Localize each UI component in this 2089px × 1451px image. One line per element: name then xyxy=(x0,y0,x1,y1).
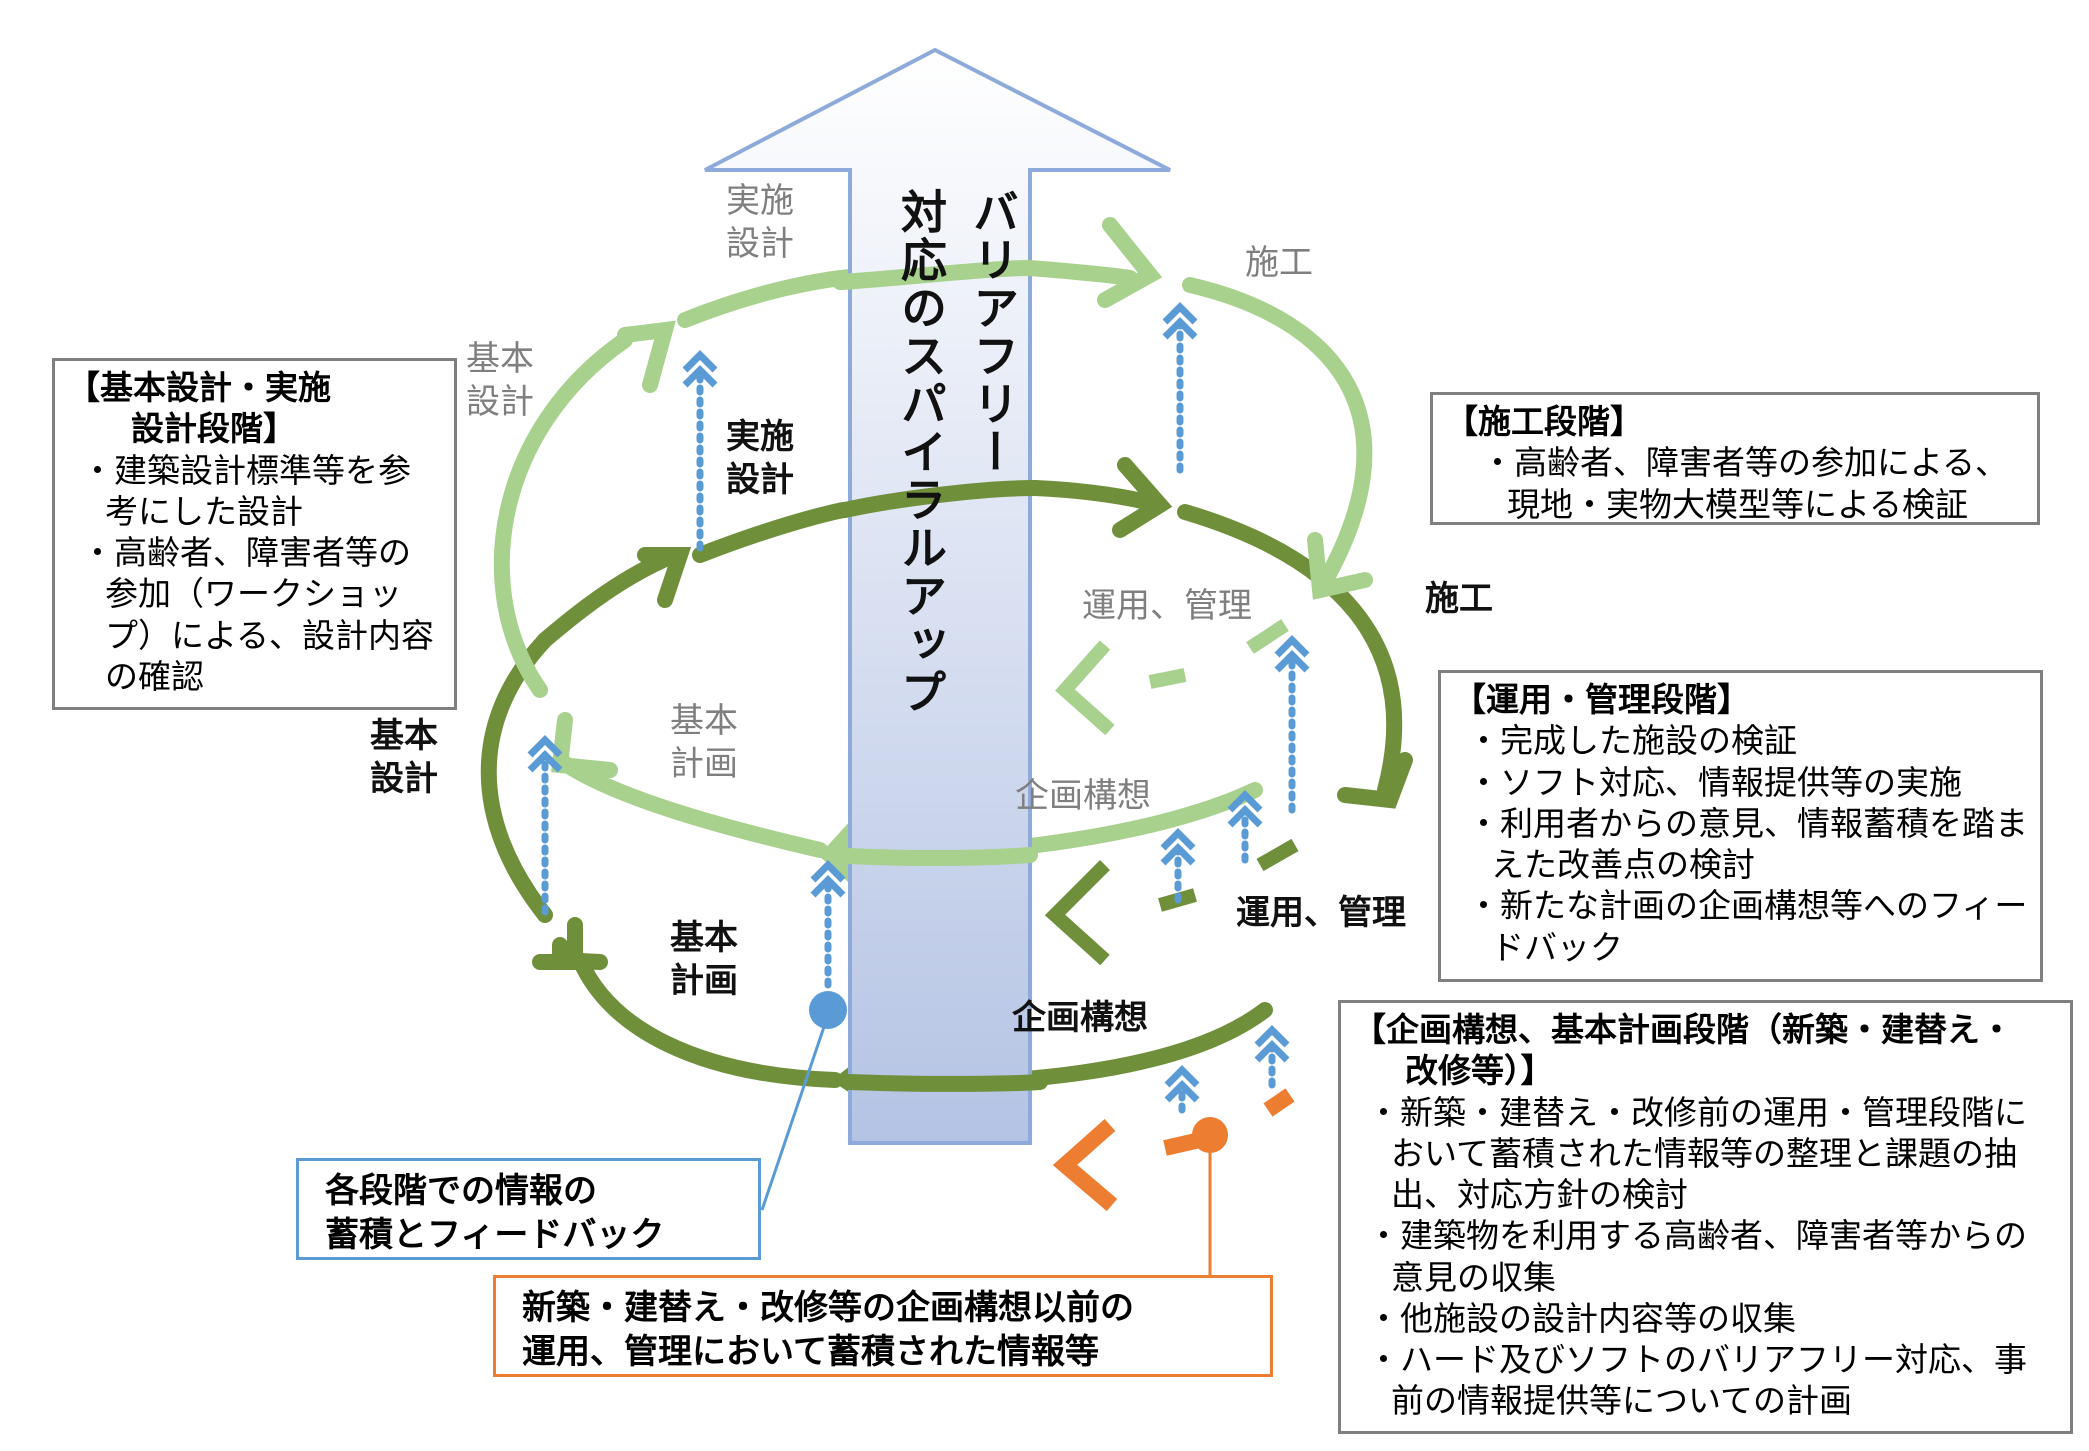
operation-stage-title: 【運用・管理段階】 xyxy=(1453,680,1750,719)
upper-label-detailed-design: 実施 設計 xyxy=(726,180,794,265)
planning-stage-bullet-1: ・新築・建替え・改修前の運用・管理段階において蓄積された情報等の整理と課題の抽出… xyxy=(1367,1092,2027,1215)
lower-basic-plan-line1: 基本 xyxy=(670,918,738,958)
lower-arc-right xyxy=(1177,504,1403,798)
design-stage-bullet-2: ・高齢者、障害者等の参加（ワークショップ）による、設計内容の確認 xyxy=(81,533,435,696)
prior-info-note: 新築・建替え・改修等の企画構想以前の 運用、管理において蓄積された情報等 xyxy=(493,1275,1273,1377)
lower-arrowhead-operation xyxy=(1337,752,1413,809)
spiral-title-line2: 対応のスパイラルアップ xyxy=(894,188,948,716)
upper-dashed-return xyxy=(1055,619,1289,736)
lower-arrowhead-detail xyxy=(637,547,692,608)
upper-basic-plan-line1: 基本 xyxy=(670,701,738,741)
upper-label-construction: 施工 xyxy=(1245,243,1313,283)
planning-stage-box: 【企画構想、基本計画段階（新築・建替え・ 改修等）】 ・新築・建替え・改修前の運… xyxy=(1338,1000,2073,1434)
feedback-note-line1: 各段階での情報の xyxy=(325,1171,597,1211)
prior-info-note-line2: 運用、管理において蓄積された情報等 xyxy=(522,1332,1099,1373)
upper-label-basic-design: 基本 設計 xyxy=(466,338,534,423)
feedback-dotted-arrows xyxy=(541,316,1296,1114)
planning-stage-bullet-3: ・他施設の設計内容等の収集 xyxy=(1367,1298,1796,1338)
feedback-note-line2: 蓄積とフィードバック xyxy=(325,1215,665,1256)
lower-basic-design-line1: 基本 xyxy=(370,716,438,756)
prior-info-note-line1: 新築・建替え・改修等の企画構想以前の xyxy=(522,1288,1134,1328)
design-stage-box: 【基本設計・実施 設計段階】 ・建築設計標準等を参考にした設計 ・高齢者、障害者… xyxy=(52,358,457,710)
lower-label-basic-design: 基本 設計 xyxy=(370,715,438,800)
upper-detailed-design-line2: 設計 xyxy=(726,223,794,264)
lower-arc-design-left xyxy=(480,632,553,923)
upper-basic-design-line1: 基本 xyxy=(466,339,534,379)
operation-stage-bullet-2: ・ソフト対応、情報提供等の実施 xyxy=(1467,762,1962,802)
design-stage-title-line1: 【基本設計・実施 xyxy=(67,368,331,407)
feedback-note: 各段階での情報の 蓄積とフィードバック xyxy=(296,1158,761,1260)
upper-arrowhead-operation xyxy=(1307,532,1373,600)
spiral-up-arrow xyxy=(704,47,1171,1145)
upper-arc-design-left xyxy=(493,332,633,698)
lower-basic-plan-line2: 計画 xyxy=(670,960,738,1001)
prior-info-dot xyxy=(1192,1117,1228,1153)
lower-label-construction: 施工 xyxy=(1425,579,1493,619)
construction-stage-bullet-1: ・高齢者、障害者等の参加による、現地・実物大模型等による検証 xyxy=(1481,443,2009,524)
upper-basic-design-line2: 設計 xyxy=(466,381,534,422)
lower-label-basic-plan: 基本 計画 xyxy=(670,917,738,1002)
lower-arc-detail-to-construction xyxy=(692,501,854,563)
upper-arrowhead-design xyxy=(551,712,618,778)
lower-arc-plan-to-design xyxy=(572,952,843,1088)
planning-stage-bullet-4: ・ハード及びソフトのバリアフリー対応、事前の情報提供等についての計画 xyxy=(1367,1340,2027,1421)
upper-label-operation: 運用、管理 xyxy=(1082,586,1252,626)
operation-stage-bullet-4: ・新たな計画の企画構想等へのフィードバック xyxy=(1467,886,2028,967)
lower-arc-design-to-detail xyxy=(537,547,683,648)
lower-detailed-design-line2: 設計 xyxy=(726,459,794,500)
design-stage-bullet-1: ・建築設計標準等を参考にした設計 xyxy=(81,450,411,531)
operation-stage-box: 【運用・管理段階】 ・完成した施設の検証 ・ソフト対応、情報提供等の実施 ・利用… xyxy=(1438,670,2043,982)
design-stage-title-line2: 設計段階】 xyxy=(131,409,296,449)
lower-arrowhead-construction xyxy=(1112,457,1173,538)
spiral-up-title: バリアフリー 対応のスパイラルアップ xyxy=(888,188,1026,716)
upper-arrowhead-construction xyxy=(1097,217,1163,308)
spiral-title-line1: バリアフリー xyxy=(966,188,1020,476)
upper-label-basic-plan: 基本 計画 xyxy=(670,700,738,785)
operation-stage-bullet-3: ・利用者からの意見、情報蓄積を踏まえた改善点の検討 xyxy=(1467,803,2028,884)
planning-stage-title-line1: 【企画構想、基本計画段階（新築・建替え・ xyxy=(1353,1010,2013,1049)
lower-detailed-design-line1: 実施 xyxy=(726,417,794,457)
upper-arc-right xyxy=(1182,277,1373,598)
prior-info-arrow xyxy=(1052,1088,1295,1212)
upper-arc-design-to-detail xyxy=(677,269,858,328)
lower-label-detailed-design: 実施 設計 xyxy=(726,416,794,501)
construction-stage-box: 【施工段階】 ・高齢者、障害者等の参加による、現地・実物大模型等による検証 xyxy=(1430,392,2040,525)
planning-stage-bullet-2: ・建築物を利用する高齢者、障害者等からの意見の収集 xyxy=(1367,1216,2027,1297)
upper-label-planning-concept: 企画構想 xyxy=(1015,776,1151,816)
lower-cycle xyxy=(480,457,1413,1128)
feedback-dot xyxy=(809,991,847,1029)
lower-basic-design-line2: 設計 xyxy=(370,758,438,799)
lower-label-planning-concept: 企画構想 xyxy=(1012,998,1148,1038)
upper-detailed-design-line1: 実施 xyxy=(726,181,794,221)
lower-label-operation: 運用、管理 xyxy=(1236,893,1406,933)
upper-arrowhead-detail xyxy=(617,320,676,393)
lower-arrowhead-left xyxy=(552,937,608,970)
operation-stage-bullet-1: ・完成した施設の検証 xyxy=(1467,721,1797,761)
construction-stage-title: 【施工段階】 xyxy=(1445,402,1643,441)
upper-basic-plan-line2: 計画 xyxy=(670,743,738,784)
upper-arc-top xyxy=(1022,260,1138,286)
planning-stage-title-line2: 改修等）】 xyxy=(1405,1051,1554,1091)
feedback-arrowheads xyxy=(527,302,1310,1103)
